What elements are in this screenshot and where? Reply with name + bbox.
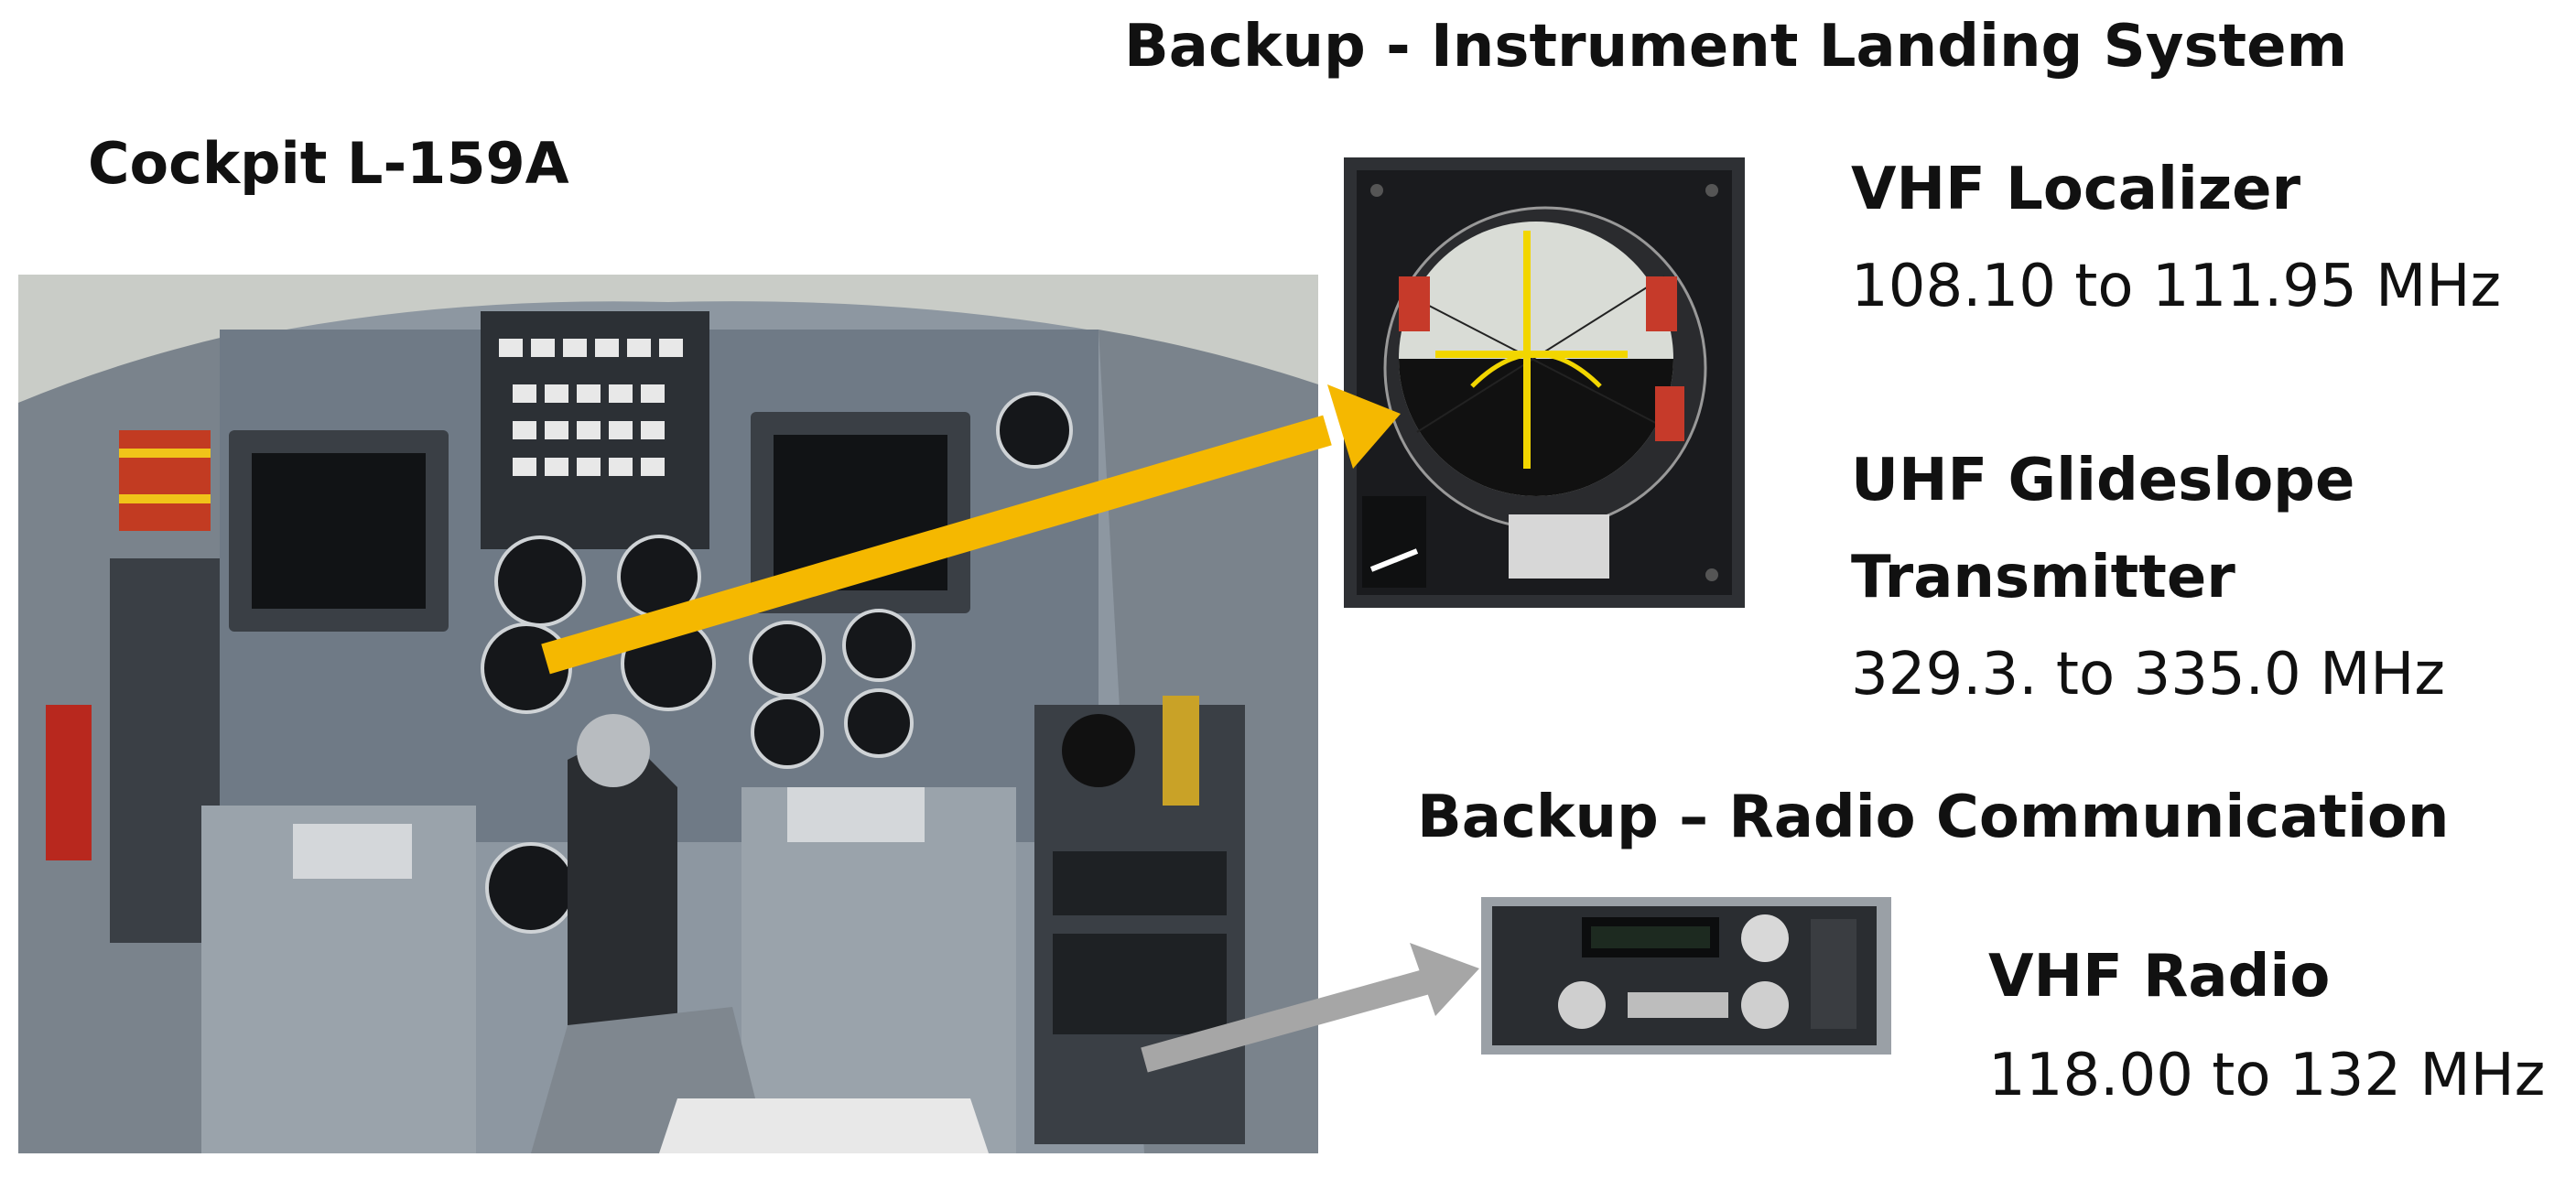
cockpit-photo	[18, 275, 1318, 1153]
vhf-radio-range: 118.00 to 132 MHz	[1988, 1042, 2546, 1109]
ils-section-title: Backup - Instrument Landing System	[1124, 13, 2348, 81]
ils-instrument-photo	[1344, 157, 1745, 608]
cockpit-title: Cockpit L-159A	[88, 130, 569, 197]
localizer-label: VHF Localizer	[1851, 156, 2301, 223]
glideslope-label: UHF Glideslope	[1851, 447, 2355, 514]
glideslope-range: 329.3. to 335.0 MHz	[1851, 641, 2445, 708]
vhf-radio-label: VHF Radio	[1988, 943, 2331, 1011]
glideslope-label-line2: Transmitter	[1851, 544, 2235, 611]
radio-section-title: Backup – Radio Communication	[1417, 784, 2450, 851]
localizer-range: 108.10 to 111.95 MHz	[1851, 253, 2502, 320]
vhf-radio-photo	[1481, 897, 1891, 1055]
